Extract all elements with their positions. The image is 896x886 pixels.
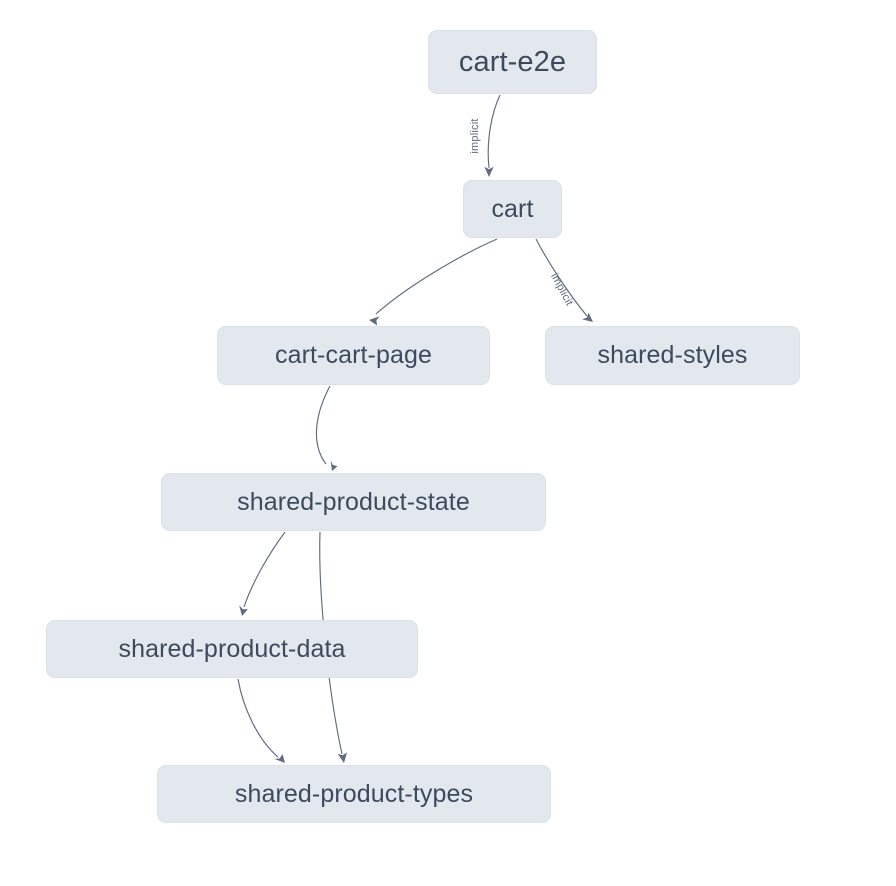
edge-line xyxy=(315,385,331,465)
edge-label: implicit xyxy=(548,271,575,308)
edge-line xyxy=(237,678,279,758)
edge-arrowhead-icon xyxy=(330,460,338,471)
edge-arrowhead-icon xyxy=(239,605,248,616)
graph-node-label: shared-styles xyxy=(597,341,748,369)
graph-node-label: shared-product-state xyxy=(237,487,470,516)
graph-edge[interactable]: implicit xyxy=(535,238,593,322)
graph-node-label: cart-e2e xyxy=(458,45,567,78)
edge-line xyxy=(487,94,501,169)
edge-label: implicit xyxy=(469,118,481,153)
edge-line xyxy=(375,238,498,315)
edge-arrowhead-icon xyxy=(484,166,494,177)
graph-node-label: cart-cart-page xyxy=(274,341,432,369)
edge-arrowhead-icon xyxy=(369,316,380,326)
graph-node-label: shared-product-data xyxy=(118,634,346,663)
graph-node-cart[interactable]: cart xyxy=(463,180,562,238)
graph-edge[interactable] xyxy=(315,385,338,471)
graph-node-cart-cart-page[interactable]: cart-cart-page xyxy=(217,326,490,385)
graph-node-shared-styles[interactable]: shared-styles xyxy=(545,326,800,385)
edge-arrowhead-icon xyxy=(582,312,593,322)
graph-edge[interactable] xyxy=(369,238,498,326)
graph-node-shared-product-types[interactable]: shared-product-types xyxy=(157,765,551,823)
graph-node-shared-product-state[interactable]: shared-product-state xyxy=(161,473,546,531)
graph-node-shared-product-data[interactable]: shared-product-data xyxy=(46,620,418,678)
graph-node-cart-e2e[interactable]: cart-e2e xyxy=(428,30,597,94)
graph-node-label: cart xyxy=(491,194,534,223)
edge-arrowhead-icon xyxy=(274,754,285,763)
edge-arrowhead-icon xyxy=(337,752,347,763)
graph-edge[interactable]: implicit xyxy=(469,94,501,177)
edge-line xyxy=(243,531,286,608)
graph-edge[interactable] xyxy=(237,678,285,763)
graph-edge[interactable] xyxy=(239,531,286,616)
edge-line xyxy=(535,238,588,317)
graph-node-label: shared-product-types xyxy=(234,779,474,808)
